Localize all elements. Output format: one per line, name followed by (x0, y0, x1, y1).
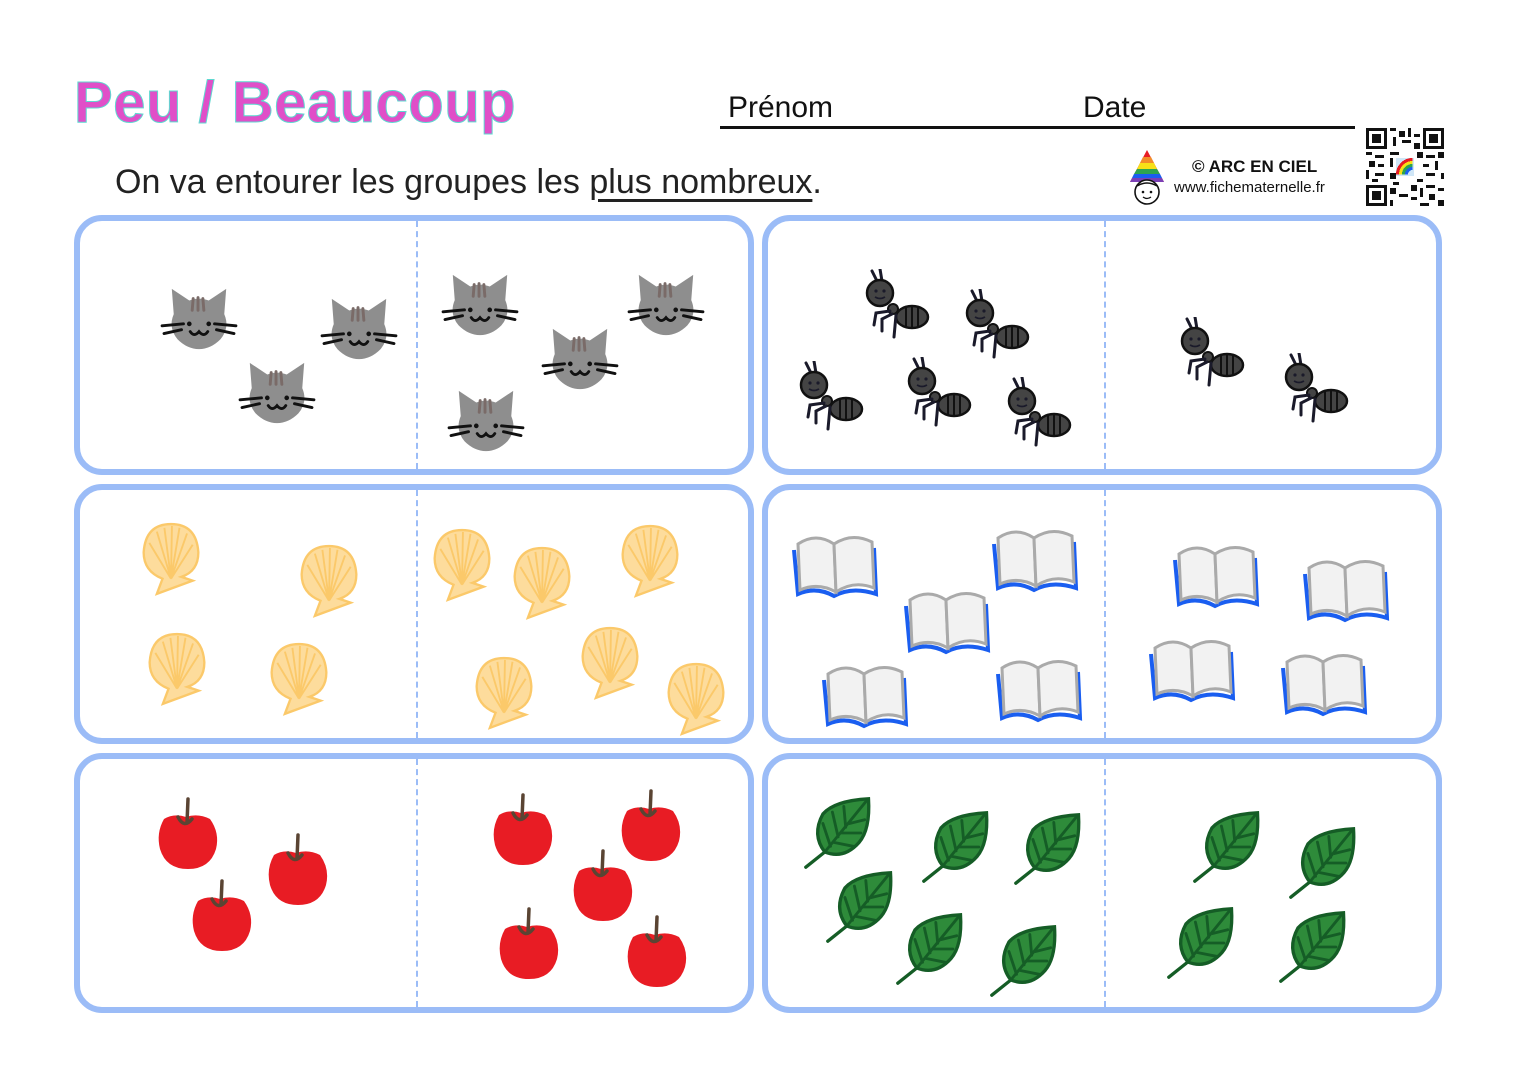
shell-icon (138, 520, 204, 596)
leaf-icon (802, 795, 878, 871)
cat-icon (627, 271, 705, 339)
cat-icon (541, 325, 619, 393)
leaf-icon (824, 869, 900, 945)
panel-leaves[interactable] (762, 753, 1442, 1013)
group-many-shells[interactable] (417, 490, 754, 738)
panel-cats[interactable] (74, 215, 754, 475)
credit-block: © ARC EN CIEL www.fichematernelle.fr (1124, 148, 1364, 208)
ant-icon (794, 361, 869, 431)
ant-icon (1279, 353, 1354, 423)
leaf-icon (894, 911, 970, 987)
book-icon (1147, 634, 1237, 704)
apple-icon (154, 797, 220, 872)
apple-icon (264, 833, 330, 908)
ant-icon (960, 289, 1035, 359)
panel-divider (416, 221, 418, 469)
instruction-emphasis: plus nombreux (589, 163, 813, 201)
qr-code-icon[interactable] (1366, 128, 1444, 206)
leaf-icon (920, 809, 996, 885)
leaf-icon (1287, 825, 1363, 901)
book-icon (1301, 554, 1391, 624)
panel-divider (1104, 221, 1106, 469)
book-icon (1171, 540, 1261, 610)
cat-icon (441, 271, 519, 339)
shell-icon (617, 522, 683, 598)
cat-icon (160, 285, 238, 353)
apple-icon (569, 849, 635, 924)
cat-icon (320, 295, 398, 363)
group-many-books[interactable] (768, 490, 1103, 738)
panel-divider (1104, 490, 1106, 738)
shell-icon (429, 526, 495, 602)
panel-apples[interactable] (74, 753, 754, 1013)
shell-icon (663, 660, 729, 736)
group-many-cats[interactable] (417, 221, 754, 469)
shell-icon (144, 630, 210, 706)
leaf-icon (1165, 905, 1241, 981)
rainbow-hat-child-icon (1130, 150, 1164, 205)
panel-shells[interactable] (74, 484, 754, 744)
instruction-suffix: . (812, 163, 822, 201)
page-title: Peu / Beaucoup (73, 70, 517, 136)
ant-icon (1175, 317, 1250, 387)
name-date-field[interactable]: Prénom Date (720, 88, 1355, 129)
panel-divider (1104, 759, 1106, 1007)
shell-icon (266, 640, 332, 716)
apple-icon (623, 915, 689, 990)
book-icon (994, 654, 1084, 724)
group-few-books[interactable] (1105, 490, 1442, 738)
group-few-shells[interactable] (80, 490, 415, 738)
apple-icon (495, 907, 561, 982)
group-many-ants[interactable] (768, 221, 1103, 469)
panel-divider (416, 759, 418, 1007)
book-icon (790, 530, 880, 600)
group-many-leaves[interactable] (768, 759, 1103, 1007)
panel-books[interactable] (762, 484, 1442, 744)
group-few-cats[interactable] (80, 221, 415, 469)
leaf-icon (1012, 811, 1088, 887)
leaf-icon (1191, 809, 1267, 885)
date-label: Date (1083, 91, 1147, 124)
website-link[interactable]: www.fichematernelle.fr (1174, 179, 1325, 196)
leaf-icon (1277, 909, 1353, 985)
group-few-apples[interactable] (80, 759, 415, 1007)
ant-icon (860, 269, 935, 339)
apple-icon (489, 793, 555, 868)
group-many-apples[interactable] (417, 759, 754, 1007)
instruction-prefix: On va entourer les groupes les (115, 163, 590, 201)
copyright-text: © ARC EN CIEL (1192, 157, 1318, 176)
group-few-leaves[interactable] (1105, 759, 1442, 1007)
cat-icon (447, 387, 525, 455)
shell-icon (471, 654, 537, 730)
name-label: Prénom (728, 91, 834, 124)
book-icon (902, 586, 992, 656)
ant-icon (902, 357, 977, 427)
book-icon (990, 524, 1080, 594)
shell-icon (296, 542, 362, 618)
ant-icon (1002, 377, 1077, 447)
instruction-text: On va entourer les groupes les plus nomb… (115, 162, 822, 203)
book-icon (820, 660, 910, 730)
cat-icon (238, 359, 316, 427)
apple-icon (188, 879, 254, 954)
panel-ants[interactable] (762, 215, 1442, 475)
book-icon (1279, 648, 1369, 718)
leaf-icon (988, 923, 1064, 999)
panel-divider (416, 490, 418, 738)
shell-icon (577, 624, 643, 700)
shell-icon (509, 544, 575, 620)
group-few-ants[interactable] (1105, 221, 1442, 469)
